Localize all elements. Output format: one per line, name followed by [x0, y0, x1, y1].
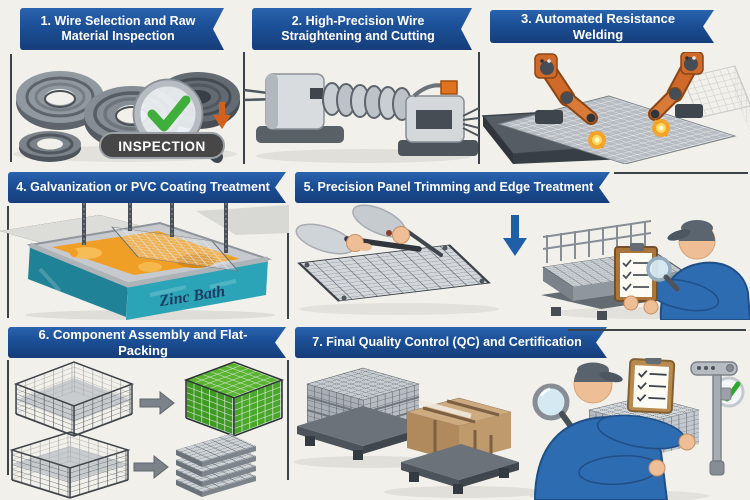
step-2-illustration: [244, 73, 479, 163]
hanger-rods: [82, 203, 228, 253]
tank-front-face: [126, 259, 268, 320]
platform-right: [196, 205, 289, 235]
filled-gabion-cube: [183, 361, 285, 437]
caliper-tool: [690, 361, 738, 476]
magnifier-icon: [646, 256, 680, 292]
step-3-banner: 3. Automated Resistance Welding: [490, 10, 714, 43]
arrow-right-bottom: [133, 454, 169, 480]
welding-robot-arm-left: [534, 53, 598, 125]
worker-hands-with-cutter: [295, 204, 443, 257]
inspector-worker: [614, 220, 750, 320]
step-4-banner: 4. Galvanization or PVC Coating Treatmen…: [8, 172, 286, 203]
down-arrow-blue: [503, 215, 527, 256]
step-2-banner: 2. High-Precision Wire Straightening and…: [252, 8, 472, 50]
step-1-banner: 1. Wire Selection and Raw Material Inspe…: [20, 8, 224, 50]
step-5-banner: 5. Precision Panel Trimming and Edge Tre…: [295, 172, 610, 203]
divider: [614, 172, 748, 174]
pallet-with-mesh-stack: [297, 367, 429, 460]
step-5-illustration: [295, 204, 750, 320]
flat-packed-panels: [176, 434, 256, 497]
step-1-illustration: INSPECTION: [13, 71, 240, 163]
pallet: [401, 444, 519, 480]
step-7-illustration: [294, 358, 745, 500]
step-4-illustration: Zinc Bath: [0, 203, 289, 320]
step-6-illustration: [9, 361, 285, 499]
divider: [243, 52, 245, 164]
welding-robot-arm-right: [648, 52, 704, 121]
divider: [7, 206, 9, 318]
tank-left-face: [28, 245, 128, 317]
magnifier-icon: [532, 383, 578, 435]
pallet-with-wrapped-package: [401, 397, 519, 494]
clipboard: [614, 243, 658, 302]
step-7-banner: 7. Final Quality Control (QC) and Certif…: [295, 327, 607, 358]
panel-being-trimmed: [297, 244, 491, 302]
dipped-mesh-panel: [110, 226, 240, 272]
empty-wire-cage-top: [13, 361, 135, 437]
divider: [568, 329, 746, 331]
divider: [478, 52, 480, 164]
inspection-label: INSPECTION: [118, 139, 206, 154]
weld-spark-left: [588, 131, 606, 149]
roller-coils: [321, 82, 413, 121]
weld-spark-right: [652, 119, 670, 137]
arrow-right-top: [139, 390, 175, 416]
step-6-banner: 6. Component Assembly and Flat-Packing: [8, 327, 286, 358]
divider: [287, 360, 289, 480]
cutter-right-machine: [398, 80, 478, 156]
divider: [7, 360, 9, 475]
down-arrow-orange: [213, 102, 231, 129]
empty-wire-cage-bottom: [9, 431, 131, 499]
platform-left: [0, 215, 152, 247]
output-wires: [462, 107, 479, 137]
divider: [10, 54, 12, 162]
orange-button: [440, 80, 458, 95]
divider: [287, 205, 289, 319]
straightener-left-machine: [256, 73, 344, 143]
wire-coil-left: [16, 71, 104, 130]
certification-clipboard: [626, 358, 676, 414]
step-3-illustration: [481, 52, 750, 164]
qc-inspector-worker: [533, 362, 696, 500]
wire-coil-small: [19, 131, 81, 162]
inspection-badge: INSPECTION: [99, 132, 225, 159]
